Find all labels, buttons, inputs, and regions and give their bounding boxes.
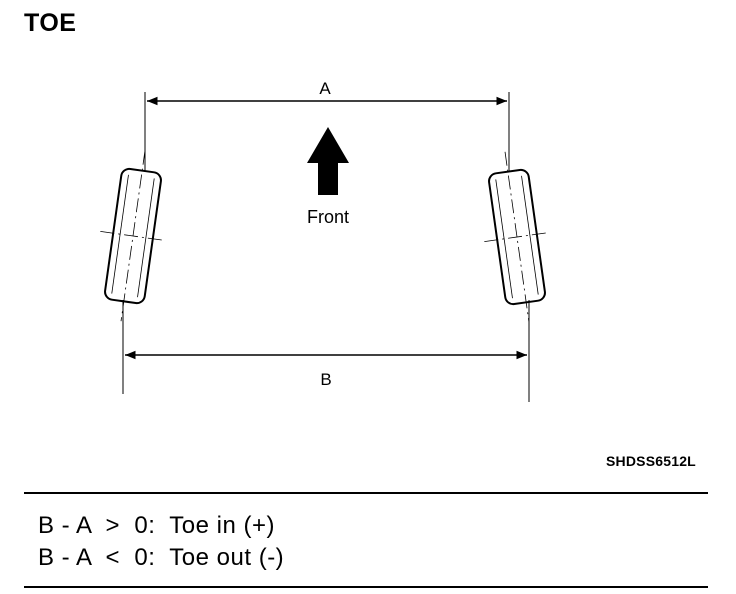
formula-toe-in: B - A > 0: Toe in (+) (38, 512, 276, 539)
divider-bottom (24, 586, 708, 588)
dimension-a: A (144, 79, 510, 178)
left-tire-tread (137, 178, 155, 298)
left-wheel (100, 150, 166, 322)
right-wheel (484, 151, 550, 323)
label-b: B (320, 370, 331, 389)
arrow-up-icon (307, 127, 349, 195)
right-wheel-axle-line (484, 232, 550, 242)
page-title: TOE (24, 9, 77, 37)
label-a: A (319, 79, 331, 98)
figure-code: SHDSS6512L (606, 453, 696, 469)
front-arrow: Front (307, 127, 349, 227)
dimension-b: B (122, 300, 530, 402)
right-tire-tread (521, 175, 539, 295)
divider-top (24, 492, 708, 494)
label-front: Front (307, 207, 349, 227)
formula-toe-out: B - A < 0: Toe out (-) (38, 544, 285, 571)
left-wheel-axle-line (100, 231, 166, 241)
